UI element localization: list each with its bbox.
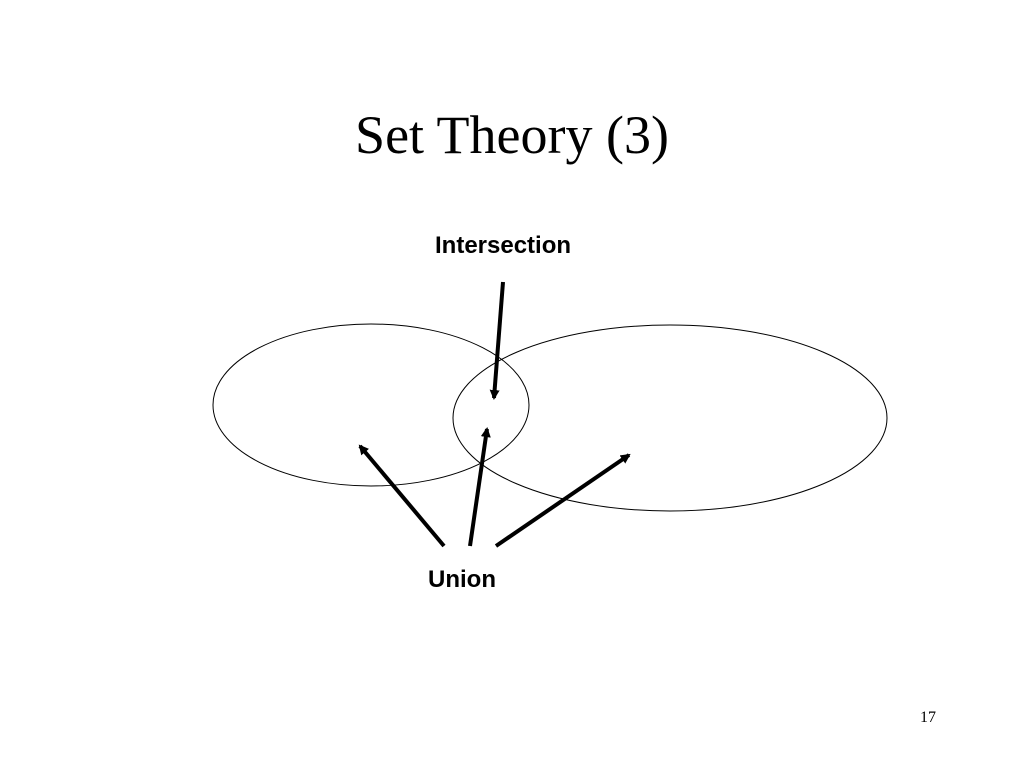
slide-title: Set Theory (3) (355, 105, 669, 165)
union-arrow-left (358, 444, 446, 548)
left-set-ellipse (212, 323, 530, 487)
union-label: Union (428, 566, 496, 593)
page-number: 17 (920, 709, 936, 726)
right-set-ellipse (452, 324, 888, 512)
intersection-arrow (489, 281, 505, 400)
intersection-label: Intersection (435, 232, 572, 259)
union-arrow-right (494, 453, 631, 548)
union-arrow-middle (468, 427, 491, 547)
